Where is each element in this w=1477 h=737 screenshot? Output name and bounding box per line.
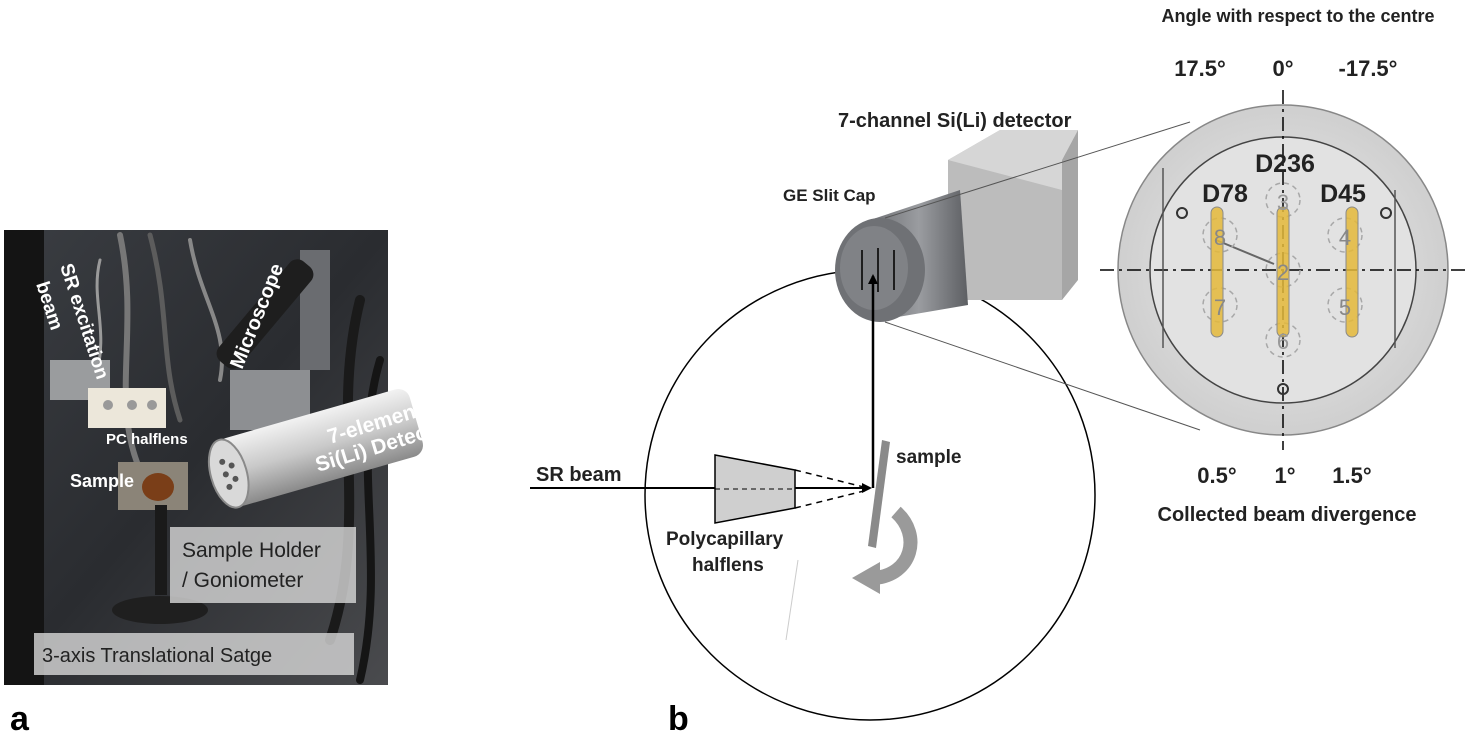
slit-d45 <box>1345 206 1359 338</box>
panel-letter-b: b <box>668 700 689 737</box>
detector-face-zoom: 2 3 4 5 6 7 8 D78 D236 D45 Angle with re… <box>1100 6 1466 526</box>
angle-header: Angle with respect to the centre <box>1161 6 1434 26</box>
label-goniometer: / Goniometer <box>182 569 303 592</box>
screw-hole <box>1176 207 1188 219</box>
stage-label-box <box>34 633 354 675</box>
channel-number-2: 2 <box>1277 260 1289 285</box>
channel-circle-3 <box>1265 182 1301 218</box>
label-sample: sample <box>896 447 961 468</box>
divergence-right: 1.5° <box>1332 463 1371 488</box>
goniometer-post <box>155 505 167 595</box>
label-sample-holder: Sample Holder <box>182 539 321 562</box>
block-hole <box>147 400 157 410</box>
label-translational-stage: 3-axis Translational Satge <box>42 645 272 667</box>
channel-number-5: 5 <box>1339 295 1351 320</box>
channel-circle-5 <box>1327 287 1363 323</box>
block-hole <box>127 400 137 410</box>
channel-circle-7 <box>1202 287 1238 323</box>
channel-number-8: 8 <box>1214 225 1226 250</box>
channel-number-7: 7 <box>1214 295 1226 320</box>
focus-ray-upper <box>794 469 869 489</box>
angle-left: 17.5° <box>1174 56 1226 81</box>
chamber-circle <box>644 269 1096 721</box>
label-sample-photo: Sample <box>70 471 134 491</box>
slit-label-d78: D78 <box>1202 180 1248 208</box>
channel-number-6: 6 <box>1277 329 1289 354</box>
angle-right: -17.5° <box>1339 56 1398 81</box>
photo-clutter <box>4 230 384 685</box>
collimator-slits <box>1210 206 1359 338</box>
holder-label-box <box>170 527 356 603</box>
slit-d236 <box>1276 206 1290 338</box>
sample-disc <box>142 473 174 501</box>
label-slit-cap: GE Slit Cap <box>783 186 876 205</box>
channel-number-4: 4 <box>1339 225 1351 250</box>
channel-circle-8 <box>1202 217 1238 253</box>
divergence-centre: 1° <box>1274 463 1295 488</box>
rotation-arrow <box>872 506 918 585</box>
slit-d78 <box>1210 206 1224 338</box>
rotation-arrow-head <box>852 562 880 594</box>
screw-hole <box>1277 383 1289 395</box>
divergence-left: 0.5° <box>1197 463 1236 488</box>
zoom-line-upper <box>884 121 1191 219</box>
channel-circle-2 <box>1265 252 1301 288</box>
channel-circle-4 <box>1327 217 1363 253</box>
slit-label-d45: D45 <box>1320 180 1366 208</box>
focus-ray-lower <box>794 489 869 509</box>
leader-line <box>785 559 799 641</box>
screw-hole <box>1380 207 1392 219</box>
detector-box-top <box>948 130 1078 190</box>
channel-number-3: 3 <box>1277 190 1289 215</box>
zoom-line-lower <box>884 321 1201 431</box>
channel-circles <box>1202 182 1363 358</box>
label-polycapillary: Polycapillary <box>666 529 784 550</box>
sample-strip <box>868 440 890 548</box>
microscope-tube <box>216 259 314 369</box>
block-hole <box>103 400 113 410</box>
slit-cap-inner <box>840 226 908 310</box>
diagonal-mark <box>1215 239 1275 265</box>
panel-letter-a: a <box>10 700 30 737</box>
channel-circle-6 <box>1265 322 1301 358</box>
label-pc-halflens: PC halflens <box>106 431 188 448</box>
slit-label-d236: D236 <box>1255 150 1315 178</box>
detector-box-side <box>1062 130 1078 300</box>
panel-a-photo: SR excitation beam Microscope 7-element … <box>4 230 457 685</box>
divergence-header: Collected beam divergence <box>1158 504 1417 526</box>
angle-centre: 0° <box>1272 56 1293 81</box>
label-detector-channel: 7-channel Si(Li) detector <box>838 110 1072 132</box>
label-halflens: halflens <box>692 555 764 576</box>
label-sr-beam: SR beam <box>536 464 622 486</box>
panel-b-schematic: 7-channel Si(Li) detector GE Slit Cap SR… <box>530 110 1201 721</box>
detector-tube-photo <box>207 389 423 509</box>
